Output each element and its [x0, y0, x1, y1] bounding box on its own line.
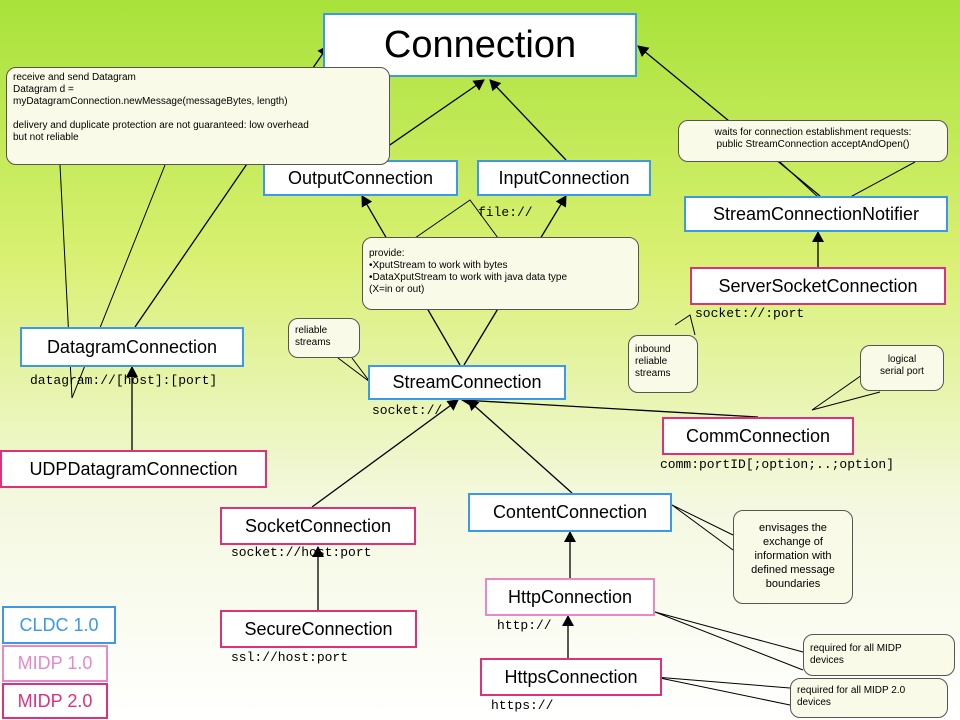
note-datagram-line: receive and send Datagram — [13, 72, 136, 83]
node-udp-datagram-connection: UDPDatagramConnection — [0, 450, 267, 488]
note-notifier: waits for connection establishment reque… — [678, 120, 948, 162]
callout-pointer-content — [671, 504, 734, 551]
callout-pointer-logical — [811, 374, 881, 411]
legend-midp2: MIDP 2.0 — [2, 683, 108, 719]
note-stream-provide: provide: •XputStream to work with bytes … — [362, 237, 639, 310]
note-logical-line: serial port — [880, 366, 924, 377]
note-provide-line: (X=in or out) — [369, 284, 425, 295]
note-datagram: receive and send Datagram Datagram d = m… — [6, 67, 390, 165]
note-midp2-line: devices — [797, 697, 831, 708]
node-secure-connection: SecureConnection — [220, 610, 417, 648]
note-midp2-line: required for all MIDP 2.0 — [797, 685, 906, 696]
callout-pointer-midp — [654, 611, 804, 671]
protocol-server-socket: socket://:port — [695, 306, 805, 321]
note-content-line: information with — [754, 550, 832, 562]
node-connection: Connection — [323, 13, 637, 77]
callout-pointer-midp2 — [654, 676, 791, 706]
callout-pointer-inbound — [674, 314, 696, 336]
legend-cldc: CLDC 1.0 — [2, 606, 116, 644]
note-content: envisages the exchange of information wi… — [733, 510, 853, 604]
protocol-comm: comm:portID[;option;..;option] — [660, 457, 895, 472]
note-content-line: envisages the — [759, 522, 827, 534]
node-datagram-connection: DatagramConnection — [20, 327, 244, 367]
legend-midp1: MIDP 1.0 — [2, 645, 108, 682]
node-server-socket-connection: ServerSocketConnection — [690, 267, 946, 305]
edge-socket-to-stream — [311, 399, 459, 508]
note-logical-serial: logical serial port — [860, 345, 944, 391]
note-datagram-line: Datagram d = — [13, 84, 74, 95]
callout-pointer-provide — [414, 199, 499, 239]
protocol-stream: socket:// — [372, 403, 443, 418]
note-provide-line: •DataXputStream to work with java data t… — [369, 272, 568, 283]
note-notifier-line: waits for connection establishment reque… — [714, 127, 912, 138]
note-inbound-line: inbound — [635, 344, 671, 355]
edge-content-to-stream — [467, 399, 573, 494]
note-provide-line: provide: — [369, 248, 405, 259]
note-inbound-line: streams — [635, 368, 671, 379]
edge-comm-to-stream — [461, 394, 759, 418]
protocol-http: http:// — [497, 618, 552, 633]
node-comm-connection: CommConnection — [662, 417, 854, 455]
edge-input-to-connection — [489, 79, 567, 161]
note-content-line: defined message — [751, 564, 835, 576]
note-content-line: boundaries — [765, 578, 821, 590]
note-midp-line: devices — [810, 655, 844, 666]
node-https-connection: HttpsConnection — [480, 658, 662, 696]
note-midp-line: required for all MIDP — [810, 643, 902, 654]
node-stream-connection: StreamConnection — [368, 365, 566, 400]
callout-pointer-datagram — [59, 164, 166, 399]
note-inbound-line: reliable — [635, 356, 668, 367]
protocol-ssl: ssl://host:port — [231, 650, 349, 665]
node-stream-connection-notifier: StreamConnectionNotifier — [684, 196, 948, 232]
note-reliable-streams: reliable streams — [288, 318, 360, 358]
note-inbound: inbound reliable streams — [628, 335, 698, 393]
note-reliable-line: streams — [295, 337, 331, 348]
protocol-datagram: datagram://[host]:[port] — [30, 373, 218, 388]
note-datagram-line: delivery and duplicate protection are no… — [13, 120, 309, 131]
protocol-file: file:// — [478, 205, 533, 220]
note-notifier-line: public StreamConnection acceptAndOpen() — [716, 139, 910, 150]
note-datagram-line: but not reliable — [13, 132, 79, 143]
note-logical-line: logical — [887, 354, 917, 365]
note-datagram-line — [13, 108, 383, 120]
note-reliable-line: reliable — [295, 325, 328, 336]
note-datagram-line: myDatagramConnection.newMessage(messageB… — [13, 96, 288, 107]
note-midp2-required: required for all MIDP 2.0 devices — [790, 678, 948, 718]
node-http-connection: HttpConnection — [485, 578, 655, 616]
protocol-socket: socket://host:port — [231, 545, 372, 560]
node-input-connection: InputConnection — [477, 160, 651, 196]
node-output-connection: OutputConnection — [263, 160, 458, 196]
note-midp-required: required for all MIDP devices — [803, 634, 955, 676]
note-provide-line: •XputStream to work with bytes — [369, 260, 508, 271]
note-content-line: exchange of — [763, 536, 823, 548]
node-content-connection: ContentConnection — [468, 493, 672, 532]
protocol-https: https:// — [491, 698, 554, 713]
callout-pointer-reliable — [337, 357, 371, 383]
node-socket-connection: SocketConnection — [220, 507, 416, 545]
